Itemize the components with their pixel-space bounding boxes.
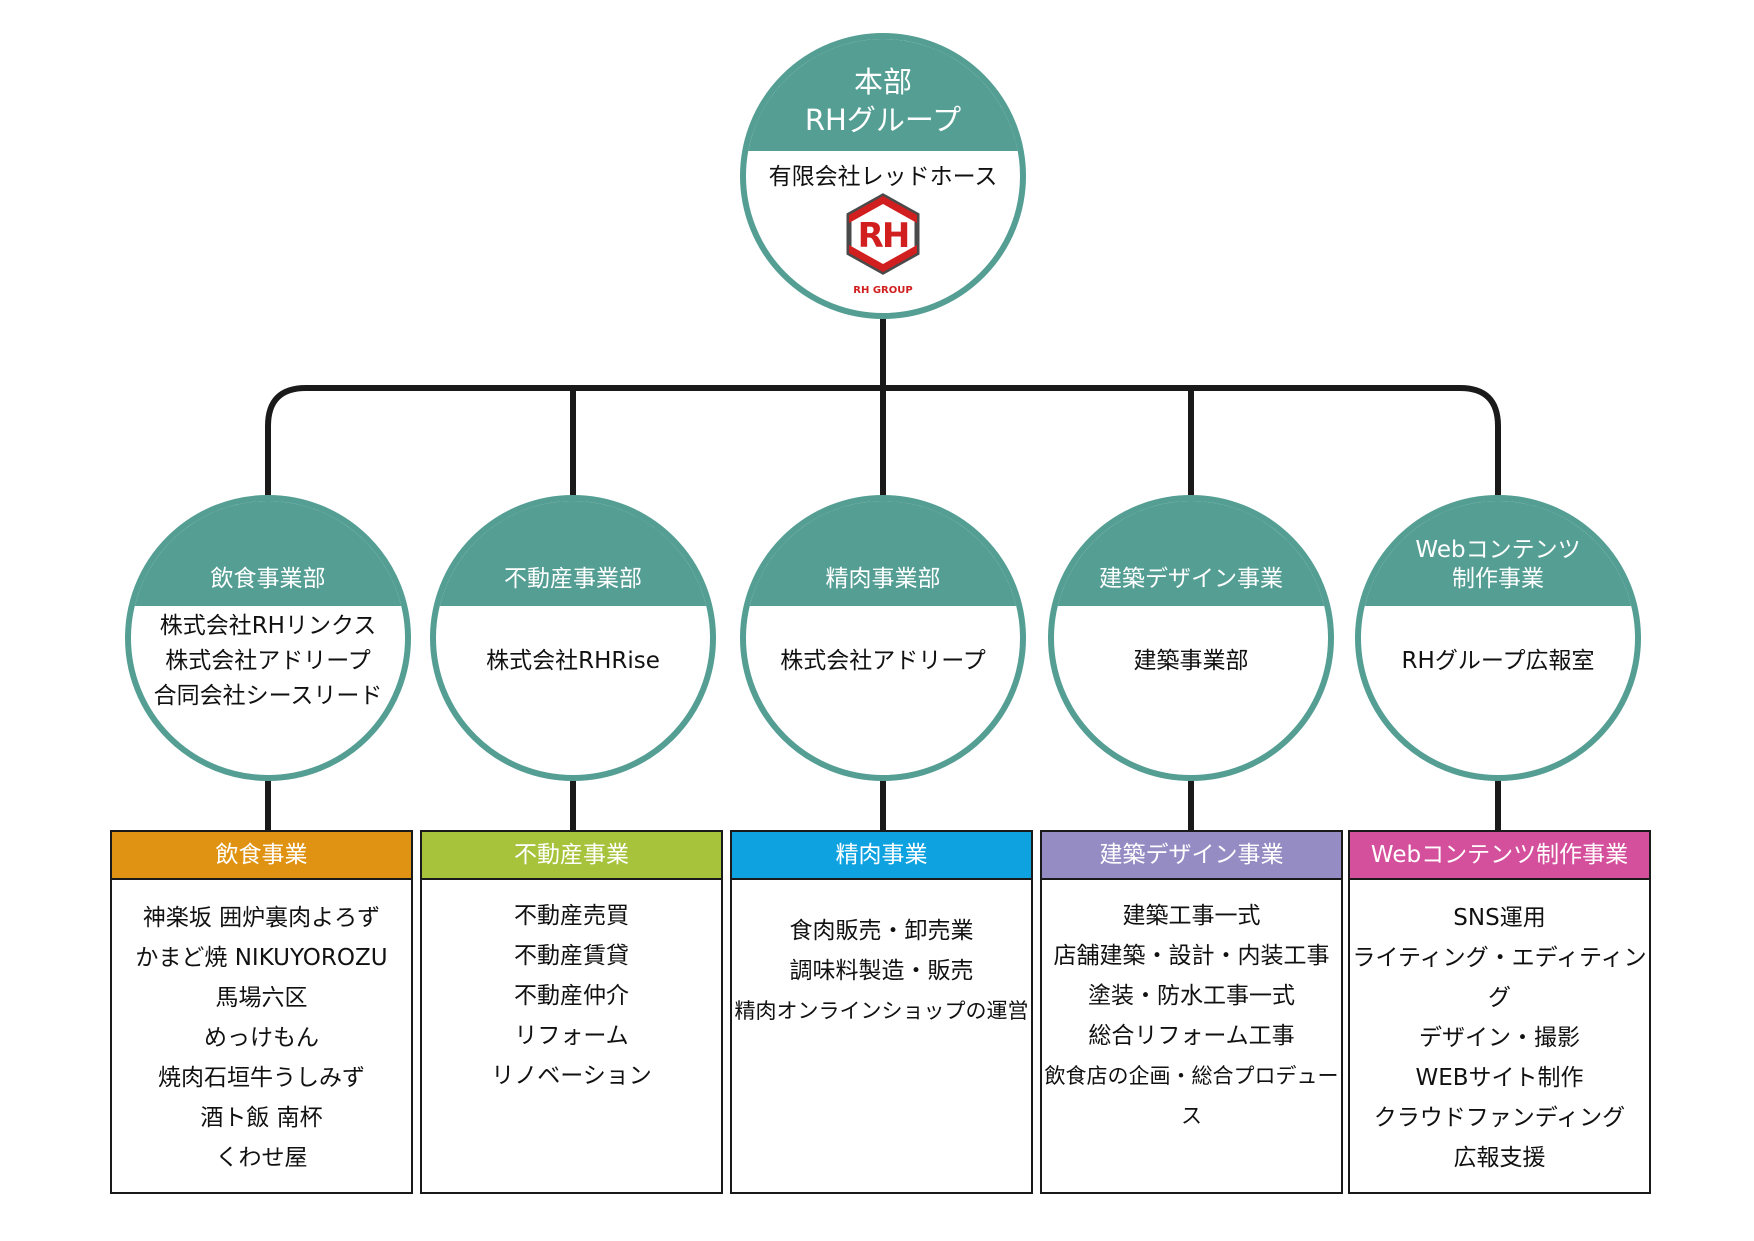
logo-initials: RH xyxy=(858,216,909,256)
business-item: 不動産賃貸 xyxy=(514,943,629,969)
business-box-header: 建築デザイン事業 xyxy=(1042,832,1341,880)
business-box-header: 飲食事業 xyxy=(112,832,411,880)
headquarters-title-line: RHグループ xyxy=(804,103,962,137)
business-box-web: Webコンテンツ制作事業 SNS運用 ライティング・エディティング デザイン・撮… xyxy=(1348,830,1651,1194)
division-circle-food: 飲食事業部 株式会社RHリンクス 株式会社アドリープ 合同会社シースリード xyxy=(125,495,411,781)
business-item: 神楽坂 囲炉裏肉よろず xyxy=(142,905,381,931)
rh-group-logo: RH RH GROUP xyxy=(846,193,920,296)
business-box-food: 飲食事業 神楽坂 囲炉裏肉よろず かまど焼 NIKUYOROZU 馬場六区 めっ… xyxy=(110,830,413,1194)
division-circle-real-estate: 不動産事業部 株式会社RHRise xyxy=(430,495,716,781)
business-item: 不動産売買 xyxy=(514,903,629,929)
business-item: 塗装・防水工事一式 xyxy=(1088,983,1295,1009)
business-item: 不動産仲介 xyxy=(514,983,629,1009)
business-box-header: Webコンテンツ制作事業 xyxy=(1350,832,1649,880)
business-box-architecture: 建築デザイン事業 建築工事一式 店舗建築・設計・内装工事 塗装・防水工事一式 総… xyxy=(1040,830,1343,1194)
division-header: 不動産事業部 xyxy=(436,501,710,606)
business-item: 建築工事一式 xyxy=(1122,903,1261,929)
business-item: めっけもん xyxy=(204,1025,319,1051)
business-item: 広報支援 xyxy=(1453,1145,1546,1171)
division-circle-meat: 精肉事業部 株式会社アドリープ xyxy=(740,495,1026,781)
business-item: 精肉オンラインショップの運営 xyxy=(734,999,1029,1023)
business-item: デザイン・撮影 xyxy=(1419,1025,1580,1051)
business-item: 調味料製造・販売 xyxy=(789,958,974,984)
division-company: 合同会社シースリード xyxy=(153,682,383,709)
division-circle-architecture: 建築デザイン事業 建築事業部 xyxy=(1048,495,1334,781)
business-item: 馬場六区 xyxy=(215,985,308,1011)
division-company: 株式会社アドリープ xyxy=(165,647,371,674)
business-box-meat: 精肉事業 食肉販売・卸売業 調味料製造・販売 精肉オンラインショップの運営 xyxy=(730,830,1033,1194)
division-header: 建築デザイン事業 xyxy=(1054,501,1328,606)
business-item: 食肉販売・卸売業 xyxy=(789,918,974,944)
division-header: 精肉事業部 xyxy=(746,501,1020,606)
division-circle-web: Webコンテンツ 制作事業 RHグループ広報室 xyxy=(1355,495,1641,781)
headquarters-header: 本部 RHグループ xyxy=(746,39,1020,151)
business-item: かまど焼 NIKUYOROZU xyxy=(135,945,388,971)
headquarters-circle: 本部 RHグループ 有限会社レッドホース RH RH GROUP xyxy=(740,33,1026,319)
business-item: 焼肉石垣牛うしみず xyxy=(158,1065,365,1091)
division-title: 建築デザイン事業 xyxy=(1099,566,1283,592)
business-item: リノベーション xyxy=(491,1063,652,1089)
headquarters-title-line: 本部 xyxy=(853,65,912,99)
business-item: 総合リフォーム工事 xyxy=(1088,1023,1295,1049)
business-item: ライティング・エディティング xyxy=(1352,945,1647,1011)
business-item: くわせ屋 xyxy=(215,1145,308,1171)
business-box-header: 精肉事業 xyxy=(732,832,1031,880)
business-item: リフォーム xyxy=(514,1023,629,1049)
division-company: 建築事業部 xyxy=(1133,647,1249,674)
division-title: 不動産事業部 xyxy=(504,566,642,592)
division-company: 株式会社RHリンクス xyxy=(159,612,377,639)
business-item: 飲食店の企画・総合プロデュース xyxy=(1044,1064,1339,1128)
business-item: WEBサイト制作 xyxy=(1415,1065,1584,1091)
division-company: RHグループ広報室 xyxy=(1401,647,1595,674)
business-item: 酒ト飯 南杯 xyxy=(200,1105,323,1131)
business-box-real-estate: 不動産事業 不動産売買 不動産賃貸 不動産仲介 リフォーム リノベーション xyxy=(420,830,723,1194)
business-item: クラウドファンディング xyxy=(1373,1105,1626,1131)
division-title: 制作事業 xyxy=(1452,566,1544,592)
division-title: 飲食事業部 xyxy=(210,566,326,592)
division-company: 株式会社アドリープ xyxy=(780,647,986,674)
division-title: 精肉事業部 xyxy=(825,566,941,592)
division-company: 株式会社RHRise xyxy=(486,647,660,674)
business-box-header: 不動産事業 xyxy=(422,832,721,880)
division-header: Webコンテンツ 制作事業 xyxy=(1361,501,1635,606)
logo-tagline: RH GROUP xyxy=(853,285,912,296)
business-item: SNS運用 xyxy=(1453,905,1546,931)
division-title: Webコンテンツ xyxy=(1415,537,1581,563)
business-item: 店舗建築・設計・内装工事 xyxy=(1053,943,1330,969)
headquarters-company: 有限会社レッドホース xyxy=(768,164,998,190)
division-header: 飲食事業部 xyxy=(131,501,405,606)
